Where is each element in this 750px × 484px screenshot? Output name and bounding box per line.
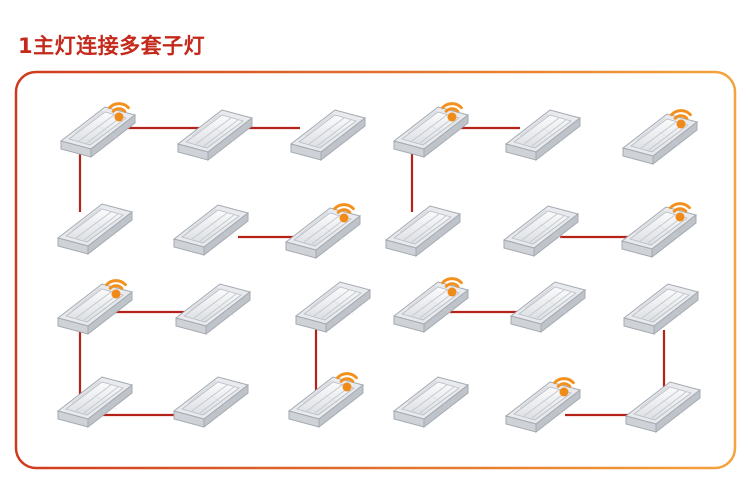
panel-light-icon (60, 106, 136, 158)
panel-light-icon (175, 283, 251, 335)
panel-light-icon (393, 281, 469, 333)
master-light (505, 377, 581, 433)
panel-light-icon (503, 205, 579, 257)
panel-light-icon (173, 376, 249, 428)
wire-layer (78, 126, 666, 417)
panel-light-icon (290, 109, 366, 161)
sub-light (57, 203, 133, 255)
master-light (285, 203, 361, 259)
panel-light-icon (57, 283, 133, 335)
panel-light-icon (57, 203, 133, 255)
wifi-icon (553, 377, 575, 397)
panel-light-icon (623, 283, 699, 335)
panel-light-icon (288, 376, 364, 428)
wifi-icon (441, 102, 463, 122)
master-light (621, 202, 697, 258)
master-light (393, 102, 469, 158)
sub-light (173, 376, 249, 428)
master-light (60, 102, 136, 158)
master-light (57, 279, 133, 335)
wifi-icon (441, 277, 463, 297)
panel-light-icon (622, 113, 698, 165)
master-light (393, 277, 469, 333)
wifi-icon (670, 109, 692, 129)
panel-light-icon (295, 281, 371, 333)
wifi-icon (336, 372, 358, 392)
wifi-icon (108, 102, 130, 122)
panel-light-icon (505, 381, 581, 433)
panel-light-icon (173, 204, 249, 256)
master-light (288, 372, 364, 428)
sub-light (177, 109, 253, 161)
sub-light (503, 205, 579, 257)
panel-light-icon (385, 205, 461, 257)
panel-light-icon (177, 109, 253, 161)
sub-light (625, 381, 701, 433)
panel-light-icon (57, 376, 133, 428)
sub-light (173, 204, 249, 256)
panel-light-icon (621, 206, 697, 258)
sub-light (295, 281, 371, 333)
wifi-icon (333, 203, 355, 223)
panel-light-icon (393, 376, 469, 428)
light-layer (57, 102, 701, 433)
panel-light-icon (285, 207, 361, 259)
wifi-icon (669, 202, 691, 222)
panel-light-icon (505, 109, 581, 161)
sub-light (623, 283, 699, 335)
diagram-frame (14, 70, 737, 470)
master-light (622, 109, 698, 165)
sub-light (385, 205, 461, 257)
sub-light (393, 376, 469, 428)
sub-light (57, 376, 133, 428)
sub-light (505, 109, 581, 161)
wifi-icon (105, 279, 127, 299)
panel-light-icon (510, 281, 586, 333)
sub-light (175, 283, 251, 335)
panel-light-icon (393, 106, 469, 158)
sub-light (510, 281, 586, 333)
panel-light-icon (625, 381, 701, 433)
page-title: 1主灯连接多套子灯 (18, 34, 206, 58)
sub-light (290, 109, 366, 161)
